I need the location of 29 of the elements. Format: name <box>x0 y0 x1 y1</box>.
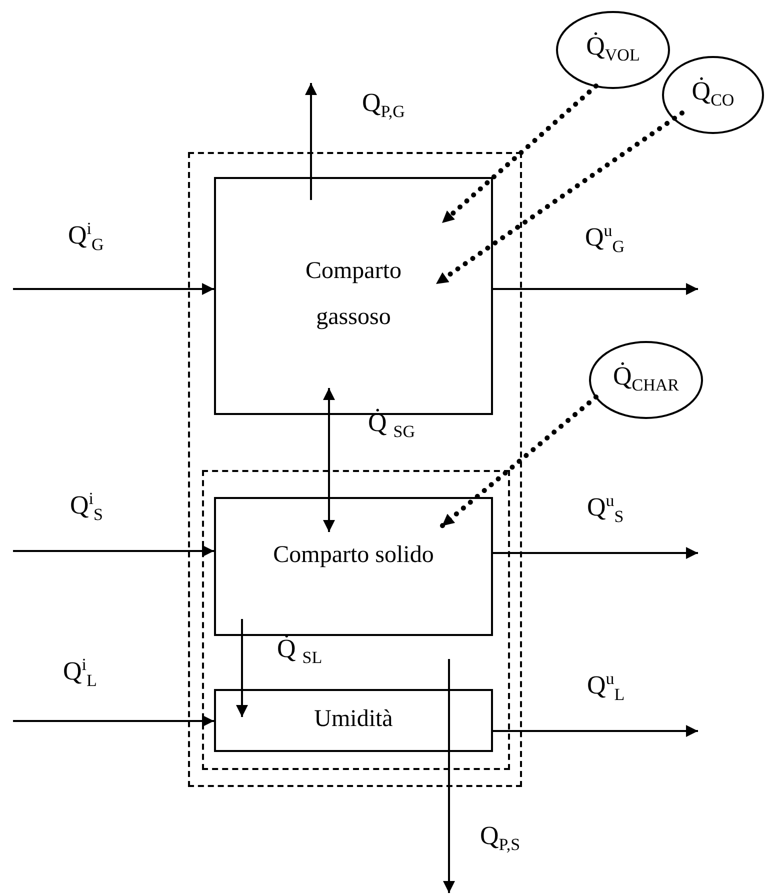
compartment-label: Comparto solido <box>272 541 435 570</box>
dashed-boundary-box <box>188 152 522 787</box>
arrow <box>13 715 214 727</box>
heat-flow-label: Q̇$_{CHAR}$ <box>612 363 680 394</box>
compartment-box <box>214 689 493 752</box>
source-ellipse <box>662 56 764 134</box>
arrow <box>493 547 698 559</box>
arrow <box>236 619 248 717</box>
dashed-boundary-box <box>202 470 510 770</box>
arrow <box>493 283 698 295</box>
flow-label: Q$_{P,S}$ <box>480 823 520 854</box>
dotted-arrow <box>434 110 684 286</box>
flow-label: Q̇ $_{SL}$ <box>277 636 322 666</box>
flow-label: Q$_{P,G}$ <box>362 90 405 120</box>
heat-flow-label: Q̇$_{CO}$ <box>690 78 736 109</box>
arrow <box>13 283 214 295</box>
arrow <box>493 725 698 737</box>
arrow <box>443 659 455 893</box>
compartment-box <box>214 497 493 636</box>
arrow <box>13 545 214 557</box>
heat-flow-label: Q̇$_{VOL}$ <box>585 33 641 64</box>
compartment-label: Comparto gassoso <box>304 257 402 332</box>
source-ellipse <box>556 11 670 89</box>
compartment-label: Umidità <box>313 705 394 734</box>
arrow <box>305 83 317 200</box>
arrow <box>323 388 335 532</box>
source-ellipse <box>589 341 703 419</box>
dotted-arrow <box>440 394 598 528</box>
dotted-arrow <box>440 84 598 226</box>
